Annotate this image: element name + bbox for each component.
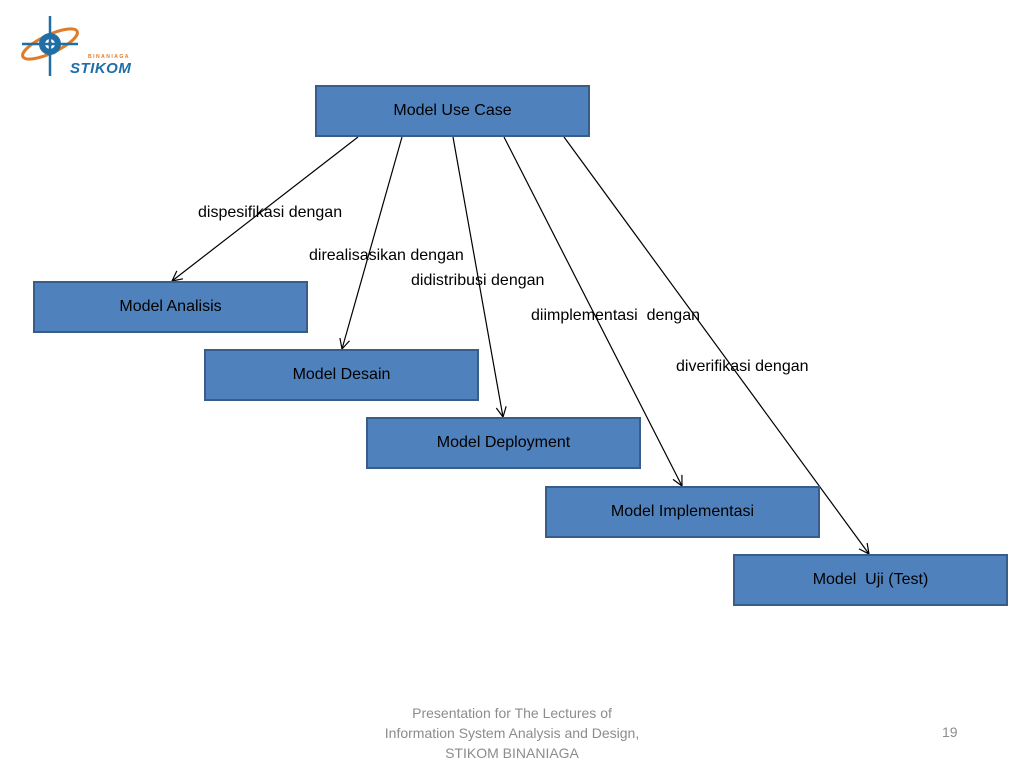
page-number: 19 xyxy=(942,724,958,740)
edge-label-diverifikasi: diverifikasi dengan xyxy=(676,358,809,375)
edge-label-dispesifikasi: dispesifikasi dengan xyxy=(198,204,343,221)
node-model-uji-test: Model Uji (Test) xyxy=(733,554,1008,606)
slide-footer: Presentation for The Lectures of Informa… xyxy=(352,703,672,763)
arrow-to-analisis xyxy=(172,136,359,281)
stikom-logo-emblem-icon xyxy=(21,16,79,76)
arrow-to-deployment xyxy=(452,136,503,417)
arrow-to-implementasi xyxy=(503,136,682,486)
arrow-to-desain xyxy=(342,136,403,349)
footer-line-2: Information System Analysis and Design, xyxy=(384,725,640,741)
node-model-analisis: Model Analisis xyxy=(33,281,308,333)
node-model-implementasi: Model Implementasi xyxy=(545,486,820,538)
edge-label-diimplementasi: diimplementasi dengan xyxy=(531,307,700,324)
edge-label-direalisasikan: direalisasikan dengan xyxy=(309,247,464,264)
edge-label-didistribusi: didistribusi dengan xyxy=(411,272,545,289)
footer-line-1: Presentation for The Lectures of xyxy=(412,705,612,721)
arrow-to-uji xyxy=(563,136,869,554)
node-model-deployment: Model Deployment xyxy=(366,417,641,469)
footer-line-3: STIKOM BINANIAGA xyxy=(445,745,579,761)
logo-text: STIKOM xyxy=(70,60,132,77)
stikom-logo: BINANIAGA STIKOM xyxy=(14,14,134,84)
logo-subtext: BINANIAGA xyxy=(88,54,130,60)
node-model-use-case: Model Use Case xyxy=(315,85,590,137)
node-model-desain: Model Desain xyxy=(204,349,479,401)
